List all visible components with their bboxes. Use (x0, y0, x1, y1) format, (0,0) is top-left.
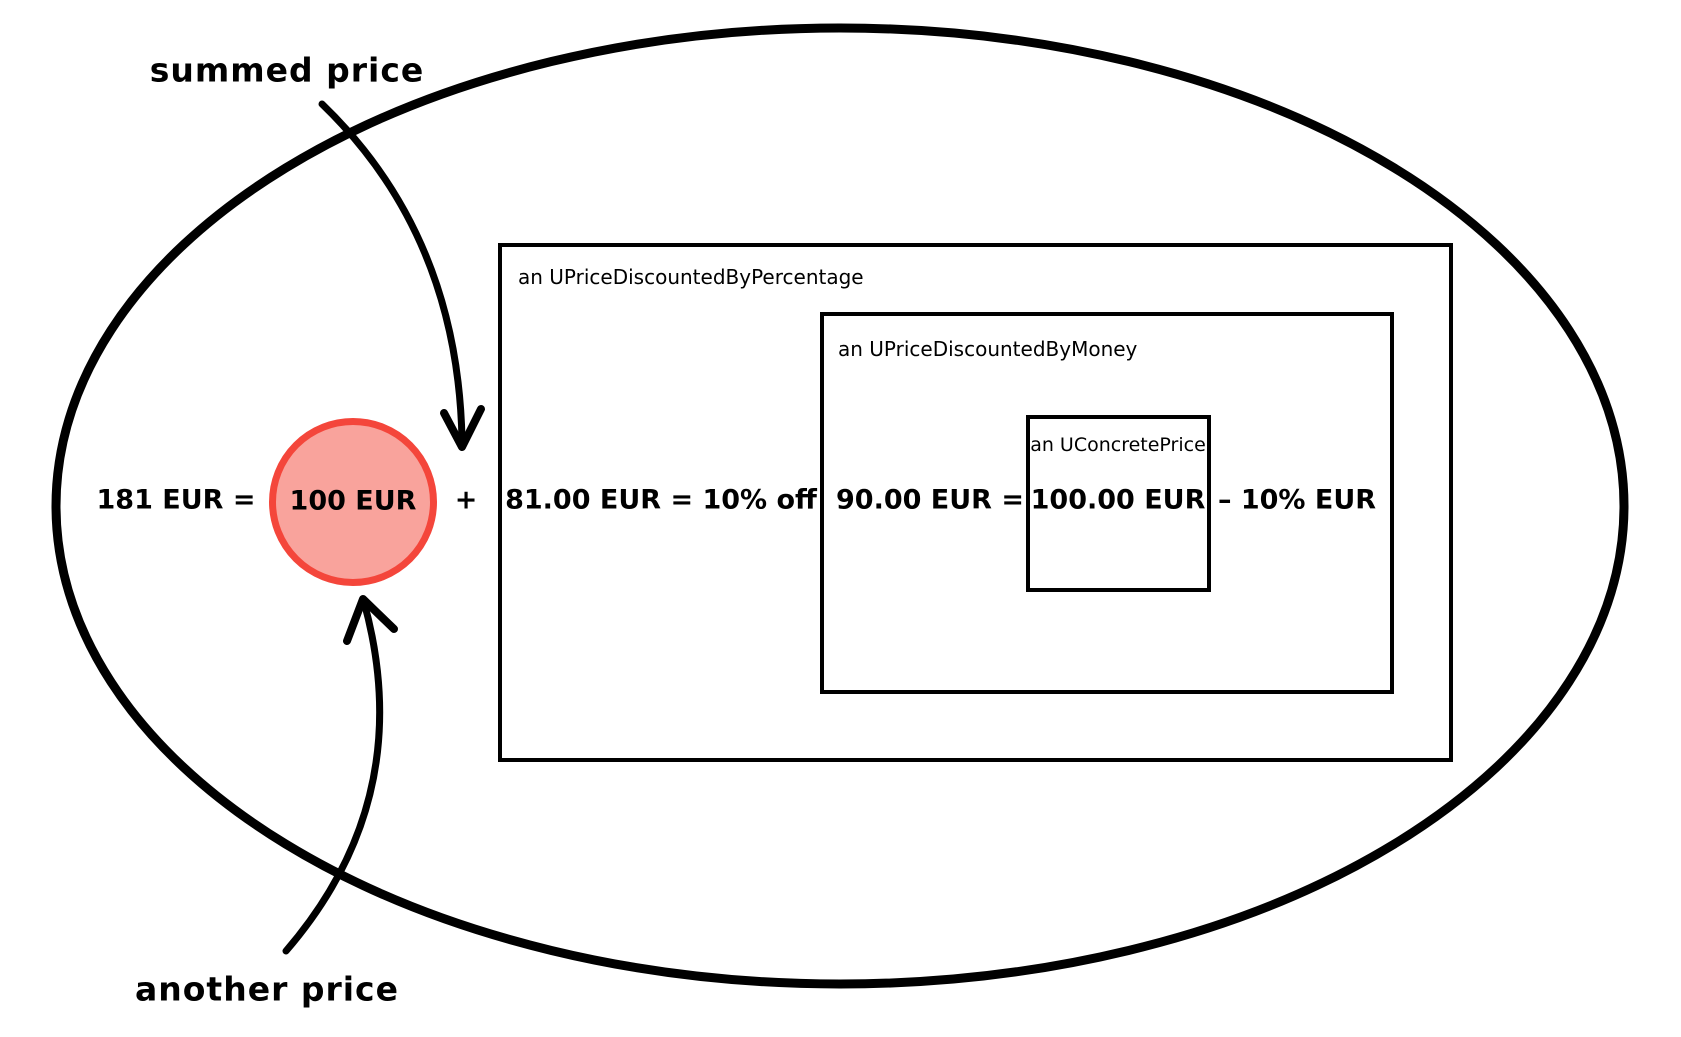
sum-total-text: 181 EUR = (96, 484, 256, 516)
another-price-arrowhead-icon (343, 595, 398, 645)
another-price-arrow (282, 598, 384, 955)
summed-price-label: summed price (149, 50, 425, 90)
concrete-box-title: an UConcretePrice (1030, 434, 1206, 456)
money-box-value: 90.00 EUR = (836, 484, 1024, 516)
summed-price-arrowhead-icon (440, 405, 485, 451)
summed-price-boundary-ellipse (51, 23, 1629, 989)
another-price-label: another price (135, 969, 399, 1009)
plus-sign: + (454, 484, 478, 516)
minus-discount-text: – 10% EUR (1217, 484, 1377, 516)
money-box-title: an UPriceDiscountedByMoney (838, 337, 1138, 361)
summed-price-circle (269, 418, 437, 586)
uconcrete-price-box (1026, 415, 1211, 592)
concrete-box-value: 100.00 EUR (1030, 484, 1206, 516)
summed-price-arrow (318, 100, 466, 444)
percentage-box-value: 81.00 EUR = 10% off (505, 484, 817, 516)
percentage-box-title: an UPriceDiscountedByPercentage (518, 265, 864, 289)
circle-price-value: 100 EUR (289, 485, 417, 517)
